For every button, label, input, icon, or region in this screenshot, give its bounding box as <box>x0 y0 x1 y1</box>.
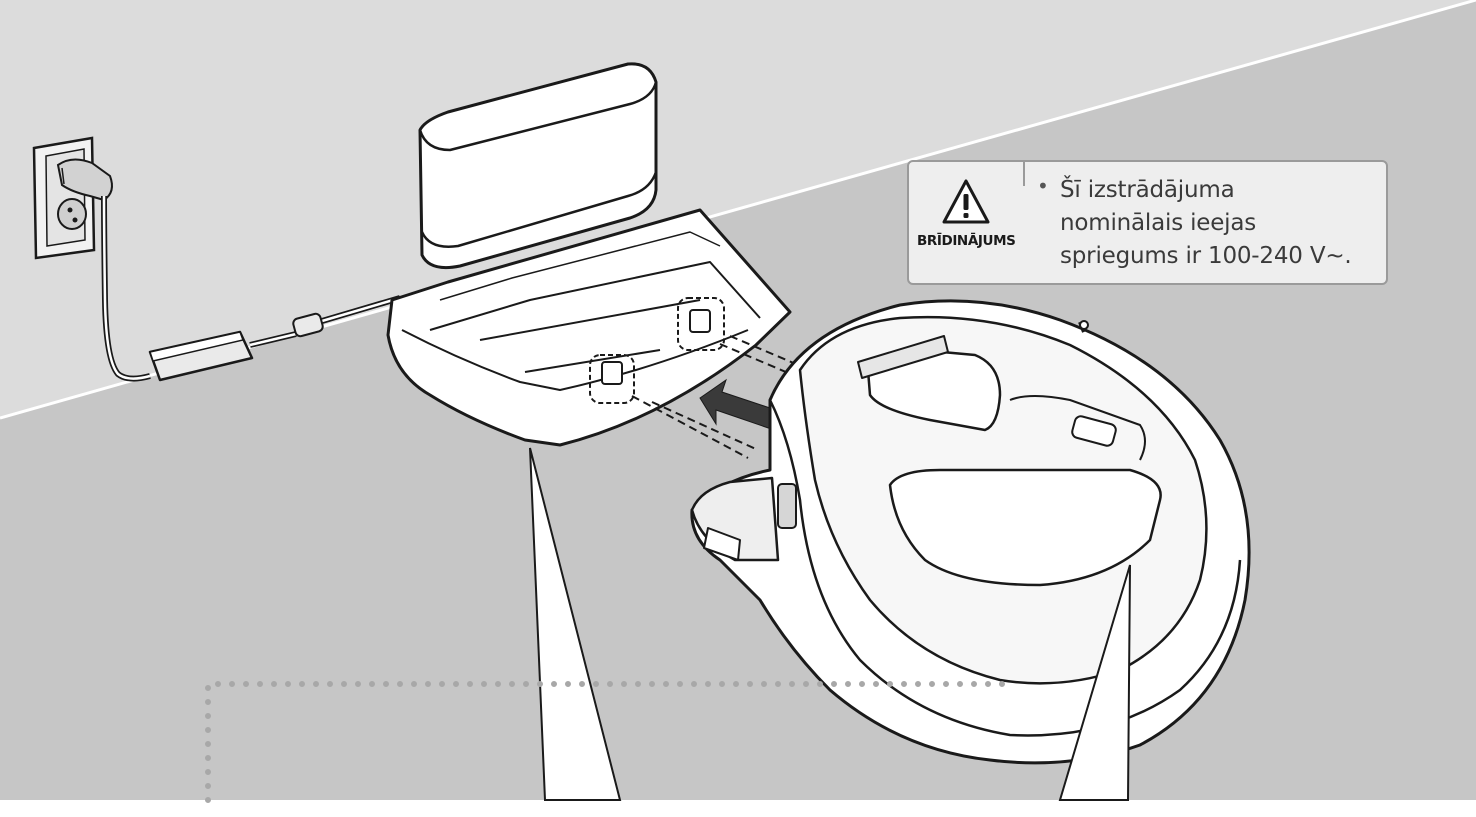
warning-callout: BRĪDINĀJUMS • Šī izstrādājuma nominālais… <box>907 160 1388 285</box>
callout-pointer-dock <box>529 447 622 801</box>
warning-label: BRĪDINĀJUMS <box>917 233 1016 249</box>
warning-text: Šī izstrādājuma nominālais ieejas sprieg… <box>1060 174 1385 273</box>
dock-contact-left <box>589 354 635 404</box>
dock-contact-right <box>677 297 725 351</box>
warning-line-2: nominālais ieejas <box>1060 210 1257 236</box>
power-adapter <box>148 312 324 382</box>
wall-outlet-icon <box>32 136 113 260</box>
warning-triangle-icon <box>942 179 990 224</box>
charging-dock <box>386 62 792 447</box>
bottom-margin <box>0 800 1476 817</box>
warning-line-1: Šī izstrādājuma <box>1060 177 1235 203</box>
callout-pointer-robot <box>1058 564 1131 801</box>
warning-divider <box>1023 162 1025 186</box>
power-cable <box>101 195 401 382</box>
warning-line-3: spriegums ir 100-240 V~. <box>1060 243 1352 269</box>
warning-bullet: • <box>1037 174 1049 198</box>
dotted-frame <box>205 681 1005 815</box>
